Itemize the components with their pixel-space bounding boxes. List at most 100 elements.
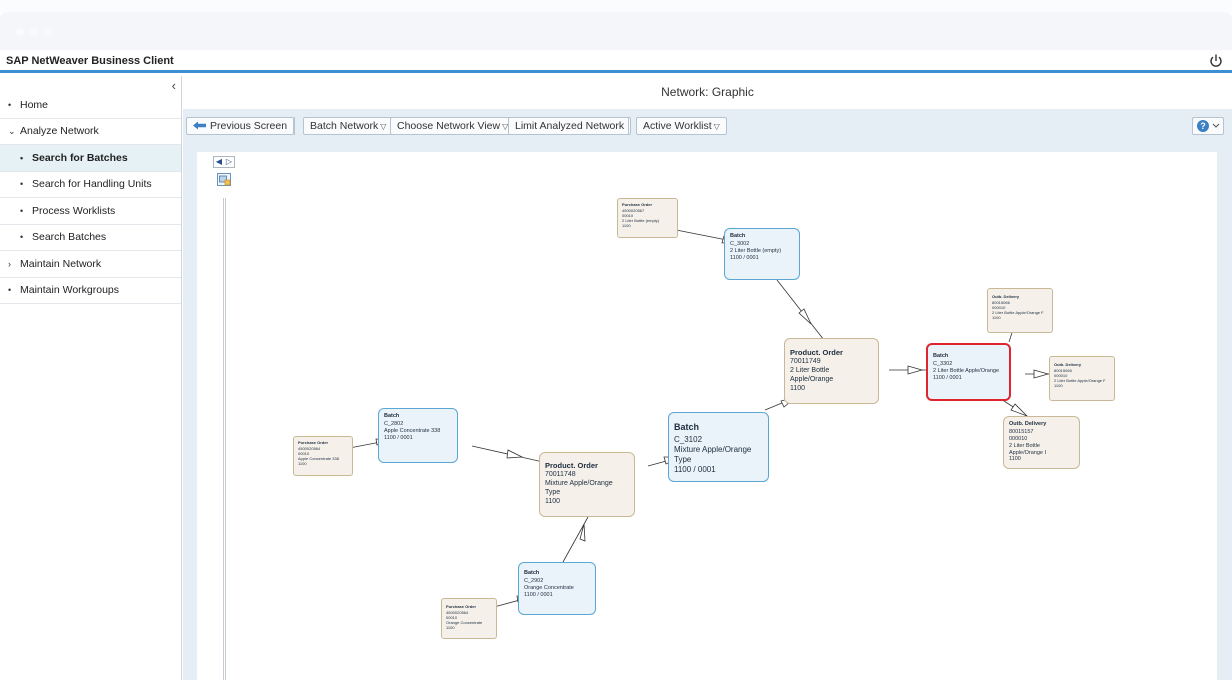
node-title: Product. Order	[790, 348, 843, 357]
sidebar-item-analyze-network[interactable]: ⌄ Analyze Network	[0, 119, 181, 145]
previous-screen-label: Previous Screen	[210, 120, 288, 132]
graph-node-batch[interactable]: Batch C_3102 Mixture Apple/Orange Type 1…	[668, 412, 769, 482]
node-line: 000010	[1009, 435, 1028, 442]
active-worklist-label: Active Worklist	[643, 120, 712, 132]
node-line: 4500020564	[298, 446, 321, 451]
node-line: 2 Liter Bottle (empty)	[622, 218, 660, 223]
sidebar-item-label: Maintain Network	[20, 257, 102, 270]
graph-node-purchase-order[interactable]: Purchase Order 4500020564 00010 Apple Co…	[293, 436, 353, 476]
node-line: 70011748	[545, 471, 576, 479]
node-line: 1100	[1054, 383, 1063, 388]
node-line: 2 Liter Bottle Apple/Orange F	[992, 310, 1044, 315]
graph-node-production-order[interactable]: Product. Order 70011748 Mixture Apple/Or…	[539, 452, 635, 517]
window-maximize-dot[interactable]	[44, 28, 52, 36]
node-title: Batch	[730, 233, 746, 239]
node-line: Mixture Apple/Orange Type	[674, 445, 752, 465]
sidebar: ‹ • Home ⌄ Analyze Network • Search for …	[0, 76, 182, 680]
network-graph-canvas[interactable]: ◀ ▷	[197, 152, 1217, 680]
node-line: 1100	[992, 315, 1001, 320]
graph-node-outbound-delivery[interactable]: Outb. Delivery 80015157 000010 2 Liter B…	[1003, 416, 1080, 469]
arrow-right-icon[interactable]: ▷	[225, 157, 233, 166]
sidebar-item-label: Maintain Workgroups	[20, 284, 120, 297]
node-line: 2 Liter Bottle Apple/Orange	[790, 367, 834, 383]
batch-network-label: Batch Network	[310, 120, 379, 132]
window-chrome	[0, 0, 1232, 50]
node-line: C_3302	[933, 360, 953, 367]
node-line: 000010	[1054, 373, 1068, 378]
graph-node-batch[interactable]: Batch C_2902 Orange Concentrate 1100 / 0…	[518, 562, 596, 615]
node-title: Purchase Order	[298, 440, 329, 445]
limit-analyzed-network-button[interactable]: Limit Analyzed Network	[508, 117, 632, 135]
graph-navigation-arrows[interactable]: ◀ ▷	[213, 156, 235, 168]
node-line: Orange Concentrate	[524, 584, 574, 591]
graph-node-outbound-delivery[interactable]: Outb. Delivery 80015066 000010 2 Liter B…	[987, 288, 1053, 333]
limit-analyzed-network-label: Limit Analyzed Network	[515, 120, 625, 132]
node-line: 1100	[545, 497, 561, 505]
node-line: Mixture Apple/Orange Type	[545, 480, 613, 496]
sidebar-item-search-for-batches[interactable]: • Search for Batches	[0, 145, 181, 172]
chevron-down-icon: ⌄	[8, 125, 16, 136]
sidebar-item-home[interactable]: • Home	[0, 92, 181, 119]
node-title: Purchase Order	[446, 604, 477, 609]
back-arrow-icon	[193, 121, 206, 130]
node-title: Outb. Delivery	[1009, 421, 1047, 427]
node-line: 2 Liter Bottle Apple/Orange	[933, 367, 1000, 374]
sidebar-item-process-worklists[interactable]: • Process Worklists	[0, 198, 181, 225]
bullet-icon: •	[8, 285, 12, 296]
power-icon[interactable]	[1208, 53, 1224, 69]
window-close-dot[interactable]	[16, 28, 24, 36]
batch-network-menu[interactable]: Batch Network▽	[303, 117, 394, 135]
bullet-icon: •	[20, 232, 24, 243]
node-line: 1100 / 0001	[674, 465, 716, 475]
graph-node-production-order[interactable]: Product. Order 70011749 2 Liter Bottle A…	[784, 338, 879, 404]
node-line: 1100 / 0001	[384, 434, 413, 441]
graph-node-purchase-order[interactable]: Purchase Order 4500020564 00010 Orange C…	[441, 598, 497, 639]
sidebar-item-search-batches[interactable]: • Search Batches	[0, 225, 181, 251]
node-line: 1100 / 0001	[730, 254, 759, 261]
graph-node-outbound-delivery[interactable]: Outb. Delivery 80015065 000010 2 Liter B…	[1049, 356, 1115, 401]
bullet-icon: •	[20, 179, 24, 190]
previous-screen-button[interactable]: Previous Screen	[186, 117, 295, 135]
sidebar-item-search-for-handling-units[interactable]: • Search for Handling Units	[0, 172, 181, 198]
sidebar-item-maintain-workgroups[interactable]: • Maintain Workgroups	[0, 278, 181, 304]
node-line: 1100	[622, 223, 631, 228]
window-titlebar	[0, 12, 1232, 50]
choose-network-view-label: Choose Network View	[397, 120, 501, 132]
node-line: C_3002	[730, 240, 750, 247]
page-title: Network: Graphic	[661, 85, 754, 99]
node-line: 80015157	[1009, 428, 1034, 435]
toolbar: Previous Screen Batch Network▽ Choose Ne…	[183, 109, 1232, 142]
node-line: 4500020567	[622, 208, 645, 213]
node-title: Product. Order	[545, 461, 598, 470]
arrow-left-icon[interactable]: ◀	[215, 157, 223, 166]
graph-scroll-track	[223, 198, 226, 680]
node-line: 00010	[298, 451, 310, 456]
sidebar-item-label: Home	[20, 98, 49, 111]
collapse-sidebar-icon[interactable]: ‹	[171, 78, 176, 93]
node-line: Orange Concentrate	[446, 620, 483, 625]
node-title: Purchase Order	[622, 202, 653, 207]
node-line: 1100 / 0001	[524, 591, 553, 598]
node-line: Apple Concentrate 338	[384, 427, 441, 434]
choose-network-view-menu[interactable]: Choose Network View▽	[390, 117, 516, 135]
sidebar-item-label: Search Batches	[32, 231, 107, 244]
graph-node-batch[interactable]: Batch C_3002 2 Liter Bottle (empty) 1100…	[724, 228, 800, 280]
active-worklist-menu[interactable]: Active Worklist▽	[636, 117, 727, 135]
sidebar-item-maintain-network[interactable]: › Maintain Network	[0, 251, 181, 278]
node-line: 4500020564	[446, 610, 469, 615]
graph-node-batch-selected[interactable]: Batch C_3302 2 Liter Bottle Apple/Orange…	[926, 343, 1011, 401]
svg-text:?: ?	[1200, 121, 1206, 131]
node-line: 1100	[446, 625, 455, 630]
graph-node-batch[interactable]: Batch C_2802 Apple Concentrate 338 1100 …	[378, 408, 458, 463]
graph-node-purchase-order[interactable]: Purchase Order 4500020567 00010 2 Liter …	[617, 198, 678, 238]
node-line: 2 Liter Bottle Apple/Orange F	[1054, 378, 1106, 383]
node-line: C_2902	[524, 577, 544, 584]
node-line: 00010	[446, 615, 458, 620]
graph-overview-icon[interactable]	[217, 173, 231, 186]
node-line: C_2802	[384, 420, 404, 427]
node-line: Apple Concentrate 338	[298, 456, 339, 461]
node-title: Batch	[933, 353, 949, 359]
help-menu-button[interactable]: ?	[1192, 117, 1224, 135]
sidebar-nav: • Home ⌄ Analyze Network • Search for Ba…	[0, 92, 181, 304]
window-minimize-dot[interactable]	[30, 28, 38, 36]
